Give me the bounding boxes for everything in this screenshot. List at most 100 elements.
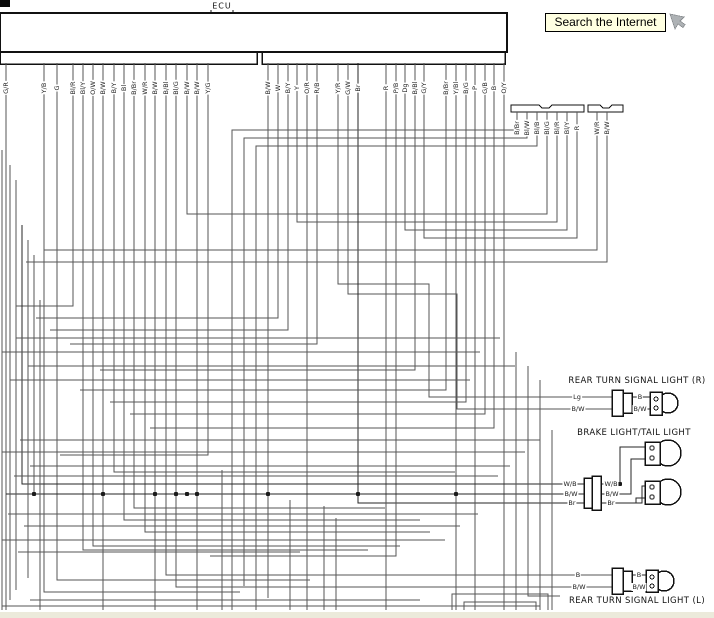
wire-color-label: P/B <box>391 81 400 95</box>
turn-signal-left-title: REAR TURN SIGNAL LIGHT (L) <box>568 596 706 606</box>
component-wire-label: Br <box>606 499 616 507</box>
component-wire-label: B/W <box>563 490 579 498</box>
wire-color-label: B/W <box>602 120 611 136</box>
wire <box>133 63 385 509</box>
wire-color-label: Bl/G <box>542 120 551 136</box>
wire <box>80 63 447 391</box>
wire-color-label: Bl/B <box>532 120 541 136</box>
junction-dot <box>617 481 623 487</box>
wire <box>231 112 518 610</box>
wire <box>16 63 74 307</box>
wire <box>43 63 240 593</box>
junction-dot <box>31 491 37 497</box>
wire-color-label: B/Bl <box>410 80 419 96</box>
turn-signal-right-title: REAR TURN SIGNAL LIGHT (R) <box>568 376 706 386</box>
bulb-base <box>644 441 661 466</box>
wire <box>56 63 310 581</box>
wire-color-label: O/W <box>88 80 97 96</box>
wire <box>165 63 612 576</box>
wire-color-label: O/Y <box>499 81 508 95</box>
wire <box>50 63 289 331</box>
junction-dot <box>453 491 459 497</box>
wire <box>635 497 645 503</box>
wire-color-label: W <box>273 83 282 93</box>
wire-color-label: B/G <box>461 81 470 95</box>
wire-color-label: Y <box>292 85 301 91</box>
wire-color-label: B/Y <box>283 81 292 95</box>
wire <box>60 63 209 456</box>
wire <box>186 63 548 215</box>
wire-color-label: B/W <box>150 80 159 96</box>
wire-color-label: Br <box>353 83 362 93</box>
wire <box>150 63 495 429</box>
wire <box>601 485 645 504</box>
turn-signal-left-symbol <box>611 567 675 595</box>
wire <box>130 63 486 415</box>
wire-color-label: B/Y <box>109 81 118 95</box>
wire-color-label: B/Br <box>441 80 450 96</box>
wire-color-label: Bl <box>119 83 128 93</box>
wire <box>82 63 368 551</box>
wire-color-label: R/B <box>312 81 321 95</box>
wire <box>527 366 560 597</box>
junction-dots <box>31 481 623 497</box>
component-wire-label: W/B <box>562 480 578 488</box>
cursor-icon <box>669 13 686 30</box>
wire-color-label: Dg <box>400 82 409 94</box>
wire-color-label: O/R <box>302 81 311 95</box>
bulb-base <box>649 391 663 416</box>
wire-color-label: B/W <box>98 80 107 96</box>
wire-color-label: B/W <box>192 80 201 96</box>
wire-color-label: B/Br <box>512 120 521 136</box>
wire-color-label: B/W <box>263 80 272 96</box>
wire-color-label: B <box>489 84 498 92</box>
wire-color-label: Y/B <box>39 81 48 95</box>
wire <box>21 225 584 485</box>
wire <box>26 112 608 263</box>
wire-color-label: R <box>381 84 390 92</box>
search-the-internet-tooltip[interactable]: Search the Internet <box>545 13 666 32</box>
ecu-connector-block <box>0 10 508 65</box>
wire-color-label: G/R <box>1 81 10 95</box>
wire-color-label: B/W <box>182 80 191 96</box>
component-wire-label: B/W <box>570 405 586 413</box>
wire <box>110 63 467 403</box>
wire-color-label: W/R <box>140 80 149 96</box>
turn-signal-right-symbol <box>611 389 679 417</box>
wire-color-label: B/Bl <box>161 80 170 96</box>
wire-color-label: Y/Bl <box>451 80 460 96</box>
brake-tail-light-symbol <box>583 439 682 511</box>
component-wire-label: W/B <box>603 480 619 488</box>
wire-color-label: G <box>52 84 61 92</box>
wire-color-label: Bl/G <box>171 80 180 96</box>
wire-color-label: Bl/R <box>68 80 77 96</box>
junction-dot <box>152 491 158 497</box>
wire-layer <box>1 63 650 610</box>
brake-tail-light-title: BRAKE LIGHT/TAIL LIGHT <box>577 428 691 438</box>
wire-color-label: W/R <box>592 120 601 136</box>
wire-color-label: Y/R <box>333 81 342 95</box>
junction-dot <box>265 491 271 497</box>
wire-color-label: Y/G <box>203 81 212 95</box>
junction-dot <box>100 491 106 497</box>
wire <box>601 458 645 495</box>
wire <box>100 63 416 371</box>
wire <box>123 63 420 521</box>
wire <box>70 63 318 345</box>
wire-color-label: Bl/Y <box>562 120 571 136</box>
wire <box>175 63 612 588</box>
wire-color-label: P <box>470 85 479 91</box>
component-wire-label: B <box>574 571 582 579</box>
bulb-base <box>644 480 661 505</box>
wire-color-label: B/Br <box>129 80 138 96</box>
aux-connectors <box>510 104 624 113</box>
junction-dot <box>194 491 200 497</box>
wire-color-label: Bl/R <box>552 120 561 136</box>
wire-color-label: Bl/Y <box>78 80 87 96</box>
wire-color-label: G/W <box>343 80 352 96</box>
wire <box>423 63 578 239</box>
wire <box>357 63 584 504</box>
wire <box>296 63 558 223</box>
